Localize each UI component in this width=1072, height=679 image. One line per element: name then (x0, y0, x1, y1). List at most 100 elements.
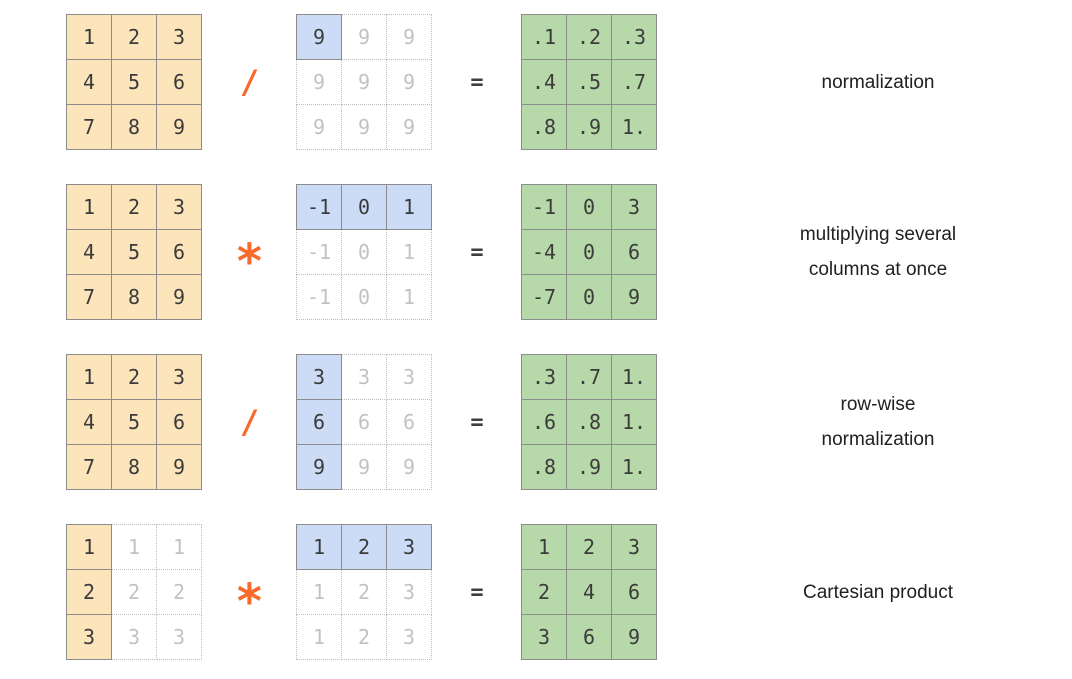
matrix-cell: 3 (386, 524, 432, 570)
matrix-cell: -7 (521, 274, 567, 320)
matrix-cell: 9 (341, 59, 387, 105)
matrix-cell: 1. (611, 399, 657, 445)
matrix-cell: 6 (156, 59, 202, 105)
matrix-cell: 3 (66, 614, 112, 660)
matrix-cell: 9 (156, 104, 202, 150)
matrix-cell: 1 (521, 524, 567, 570)
matrix-cell: .8 (566, 399, 612, 445)
matrix-cell: 7 (66, 444, 112, 490)
matrix-cell: 1 (66, 524, 112, 570)
matrix-cell: 9 (296, 104, 342, 150)
matrix-cell: 4 (66, 59, 112, 105)
row-label: row-wise normalization (658, 387, 1072, 457)
matrix-cell: 0 (341, 229, 387, 275)
row-label-line: normalization (821, 429, 935, 450)
matrix-cell: 0 (566, 274, 612, 320)
matrix-cell: 1. (611, 104, 657, 150)
matrix-cell: 8 (111, 104, 157, 150)
matrix-cell: 0 (341, 184, 387, 230)
matrix-cell: 1. (611, 354, 657, 400)
matrix-cell: .8 (521, 104, 567, 150)
matrix-cell: 9 (341, 104, 387, 150)
matrix-cell: 1 (156, 524, 202, 570)
matrix-cell: -4 (521, 229, 567, 275)
matrix-cell: 4 (66, 399, 112, 445)
matrix-cell: 2 (521, 569, 567, 615)
matrix-cell: .3 (611, 14, 657, 60)
matrix-cell: 1 (296, 569, 342, 615)
matrix-cell: 9 (341, 444, 387, 490)
row-label: normalization (658, 65, 1072, 100)
matrix-cell: 2 (111, 14, 157, 60)
matrix-cell: 3 (386, 569, 432, 615)
matrix-cell: -1 (296, 229, 342, 275)
matrix-cell: .6 (521, 399, 567, 445)
matrix-cell: 1 (386, 229, 432, 275)
operator-glyph: / (239, 63, 260, 101)
matrix-cell: 3 (341, 354, 387, 400)
matrix-cell: 3 (111, 614, 157, 660)
row-label-line: columns at once (808, 259, 948, 280)
matrix-cell: 1 (386, 184, 432, 230)
matrix-cell: 6 (156, 399, 202, 445)
equals-sign: = (470, 239, 484, 265)
matrix-cell: 3 (386, 354, 432, 400)
matrix-cell: 1 (386, 274, 432, 320)
matrix-cell: 3 (611, 184, 657, 230)
matrix-cell: 3 (156, 614, 202, 660)
matrix-cell: 3 (521, 614, 567, 660)
matrix-cell: 6 (296, 399, 342, 445)
matrix-cell: 3 (156, 184, 202, 230)
matrix-cell: 7 (66, 104, 112, 150)
matrix-cell: 0 (566, 184, 612, 230)
multiply-operator: * (203, 564, 296, 630)
matrix-cell: 1 (296, 524, 342, 570)
matrix-cell: 1 (66, 184, 112, 230)
matrix-cell: 5 (111, 399, 157, 445)
divide-operator: / (203, 63, 296, 101)
row-label-line: Cartesian product (803, 581, 953, 603)
matrix-cell: 5 (111, 229, 157, 275)
matrix-cell: 9 (386, 444, 432, 490)
matrix-cell: 2 (341, 569, 387, 615)
matrix-cell: 1 (66, 14, 112, 60)
matrix-cell: 2 (341, 524, 387, 570)
multiply-operator: * (203, 224, 296, 290)
matrix-cell: 6 (566, 614, 612, 660)
row-label: Cartesian product (658, 575, 1072, 610)
matrix-cell: .9 (566, 104, 612, 150)
matrix-cell: .2 (566, 14, 612, 60)
matrix-cell: 3 (296, 354, 342, 400)
matrix-cell: 3 (156, 354, 202, 400)
matrix-cell: 3 (611, 524, 657, 570)
matrix-cell: 2 (341, 614, 387, 660)
matrix-cell: 9 (386, 104, 432, 150)
matrix-cell: 9 (611, 614, 657, 660)
matrix-cell: .7 (566, 354, 612, 400)
matrix-cell: 9 (296, 444, 342, 490)
operator-glyph: * (235, 234, 264, 290)
row-label-line: row-wise (840, 394, 916, 415)
matrix-cell: .4 (521, 59, 567, 105)
